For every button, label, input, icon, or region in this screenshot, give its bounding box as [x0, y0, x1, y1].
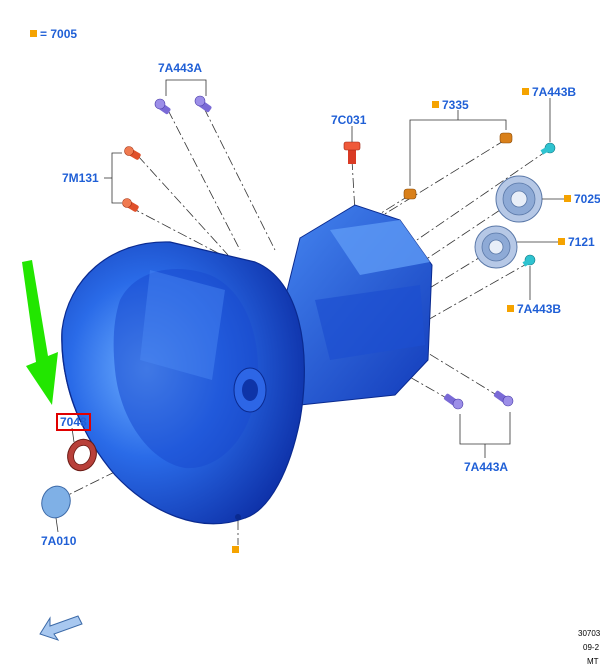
bolt-7a443a-top-left — [154, 98, 171, 115]
label-7m131[interactable]: 7M131 — [62, 171, 99, 185]
green-down-arrow-icon — [22, 260, 58, 405]
label-7025-text: 7025 — [574, 192, 600, 206]
bracket-7a443a-top — [165, 79, 207, 96]
bearing-7121 — [474, 225, 518, 269]
pin-7m131-upper — [124, 146, 141, 160]
fitting-7a443b-top — [540, 142, 556, 155]
label-7048[interactable]: 7048 — [56, 413, 91, 431]
label-7335-text: 7335 — [442, 98, 469, 112]
label-7025[interactable]: 7025 — [564, 192, 600, 206]
bolt-7a443a-top-right — [194, 95, 212, 113]
label-7a443b-mid[interactable]: 7A443B — [507, 302, 561, 316]
fitting-7a443b-mid — [522, 254, 536, 267]
bushing-7335-left — [403, 188, 417, 200]
footer-ref-3: MT — [587, 657, 599, 666]
bracket-7a010 — [55, 517, 59, 533]
bolt-7a443a-bottom-left — [443, 393, 464, 410]
label-7a443b-mid-text: 7A443B — [517, 302, 562, 316]
bracket-7m131 — [104, 152, 122, 204]
legend-text: = 7005 — [40, 27, 78, 41]
back-arrow-icon[interactable] — [39, 615, 83, 641]
legend-marker — [30, 30, 37, 37]
marker-7005 — [507, 305, 514, 312]
label-7a010[interactable]: 7A010 — [41, 534, 77, 548]
marker-7005 — [558, 238, 565, 245]
footer-ref-2: 09-2 — [583, 643, 600, 652]
bracket-7a443a-bottom — [459, 412, 511, 458]
label-7121[interactable]: 7121 — [558, 235, 595, 249]
bushing-7335-right — [499, 132, 513, 144]
seal-7048 — [67, 438, 97, 472]
label-7a443a-top[interactable]: 7A443A — [158, 61, 203, 75]
transmission-housing — [61, 204, 433, 525]
marker-7005 — [432, 101, 439, 108]
label-7c031[interactable]: 7C031 — [331, 113, 367, 127]
legend-7005: = 7005 — [30, 27, 77, 41]
bracket-7335 — [409, 110, 507, 186]
pin-7m131-lower — [122, 198, 139, 212]
marker-7005 — [522, 88, 529, 95]
label-7335[interactable]: 7335 — [432, 98, 469, 112]
vent-7c031 — [343, 141, 361, 164]
label-7a443a-bottom[interactable]: 7A443A — [464, 460, 509, 474]
bearing-7025 — [495, 175, 543, 223]
marker-7005 — [564, 195, 571, 202]
label-7a443b-top[interactable]: 7A443B — [522, 85, 576, 99]
plug-7a010 — [41, 485, 71, 519]
label-7121-text: 7121 — [568, 235, 595, 249]
label-7a443b-top-text: 7A443B — [532, 85, 577, 99]
marker-7005-bottom — [232, 546, 239, 553]
bolt-7a443a-bottom-right — [493, 390, 514, 407]
footer-ref-1: 30703 — [578, 629, 600, 638]
